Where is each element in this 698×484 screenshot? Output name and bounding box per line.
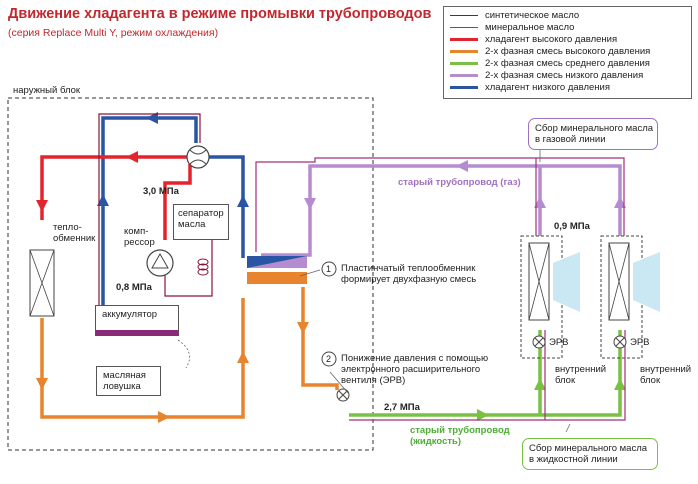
separator-box: сепаратор масла: [173, 204, 229, 240]
gas-pipe-label: старый трубопровод (газ): [398, 177, 521, 188]
accumulator-box: аккумулятор: [95, 305, 179, 336]
legend-swatch: [450, 38, 478, 41]
legend-label: 2-х фазная смесь низкого давления: [485, 70, 644, 81]
note-1-number: 1: [326, 264, 332, 274]
arrow-down-icon: [36, 378, 48, 390]
arrow-down-icon: [36, 200, 48, 212]
note-2-text: Понижение давления с помощью электронног…: [341, 353, 489, 386]
legend-item-mineral-oil: минеральное масло: [450, 22, 574, 33]
indoor-valve-2-label: ЭРВ: [630, 337, 650, 348]
legend-swatch: [450, 86, 478, 89]
liquid-pipe-label: старый трубопровод (жидкость): [410, 425, 510, 447]
plate-heat-exchanger-icon: [247, 256, 307, 284]
arrow-up-icon: [614, 378, 626, 390]
legend-swatch: [450, 74, 478, 77]
legend-label: минеральное масло: [485, 22, 575, 33]
arrow-up-icon: [614, 196, 626, 208]
two-phase-high-arrows: [36, 322, 309, 423]
legend-label: 2-х фазная смесь среднего давления: [485, 58, 650, 69]
legend-swatch: [450, 27, 478, 28]
outdoor-unit-label: наружный блок: [13, 85, 81, 96]
arrow-up-icon: [97, 194, 109, 206]
high-pressure-value: 3,0 МПа: [143, 186, 179, 197]
gas-oil-callout: Сбор минерального масла в газовой линии: [528, 118, 658, 150]
arrow-down-icon: [304, 198, 316, 210]
high-pressure-lines: [40, 155, 192, 240]
legend-swatch: [450, 62, 478, 65]
page-title: Движение хладагента в режиме промывки тр…: [8, 6, 432, 22]
arrow-left-icon: [126, 151, 138, 163]
heat-exchanger-label: тепло- обменник: [53, 222, 96, 244]
indoor-unit-1-label: внутренний блок: [555, 364, 607, 386]
arrow-down-icon: [297, 322, 309, 334]
note-1-marker: [321, 261, 337, 277]
legend-item-two-phase-medium: 2-х фазная смесь среднего давления: [450, 58, 650, 69]
arrow-left-icon: [456, 160, 468, 172]
legend-label: синтетическое масло: [485, 10, 580, 21]
arrow-up-icon: [534, 378, 546, 390]
legend-label: 2-х фазная смесь высокого давления: [485, 46, 651, 57]
indoor-unit-1-icon: [520, 235, 580, 359]
compressor-icon: [146, 249, 174, 277]
arrow-up-icon: [534, 196, 546, 208]
outdoor-heat-exchanger-icon: [29, 249, 55, 317]
expansion-valve-icon: [336, 388, 350, 402]
legend-label: хладагент низкого давления: [485, 82, 610, 93]
arrow-up-icon: [237, 351, 249, 363]
low-pressure-value: 0,8 МПа: [116, 282, 152, 293]
arrow-right-icon: [158, 411, 170, 423]
two-phase-medium-arrows: [477, 378, 626, 421]
arrow-up-icon: [237, 195, 249, 207]
liquid-oil-callout: Сбор минерального масла в жидкостной лин…: [522, 438, 658, 470]
legend-swatch: [450, 15, 478, 16]
note-2-marker: [321, 351, 337, 367]
high-pressure-arrows: [36, 151, 138, 212]
legend-label: хладагент высокого давления: [485, 34, 618, 45]
four-way-valve-icon: [186, 145, 210, 169]
indoor-unit-2-icon: [600, 235, 660, 359]
note-2-number: 2: [326, 354, 332, 364]
legend-item-synthetic-oil: синтетическое масло: [450, 10, 579, 21]
oil-trap-box: масляная ловушка: [96, 366, 161, 396]
synthetic-oil-lines: [98, 113, 213, 305]
legend: синтетическое масло минеральное масло хл…: [443, 6, 692, 99]
callout-connectors: [177, 150, 571, 433]
indoor-pressure-value: 0,9 МПа: [554, 221, 590, 232]
legend-item-two-phase-low: 2-х фазная смесь низкого давления: [450, 70, 643, 81]
low-pressure-arrows: [97, 112, 249, 207]
legend-item-two-phase-high: 2-х фазная смесь высокого давления: [450, 46, 650, 57]
indoor-unit-2-label: внутренний блок: [640, 364, 692, 386]
page-subtitle: (серия Replace Multi Y, режим охлаждения…: [8, 27, 219, 39]
arrow-left-icon: [146, 112, 158, 124]
mineral-oil-lines: [255, 157, 626, 421]
indoor-valve-1-label: ЭРВ: [549, 337, 569, 348]
liquid-pressure-value: 2,7 МПа: [384, 402, 420, 413]
arrow-right-icon: [477, 409, 489, 421]
note-1-text: Пластинчатый теплообменник формирует дву…: [341, 263, 477, 285]
outdoor-unit-boundary: [7, 97, 374, 451]
compressor-label: комп- рессор: [124, 226, 155, 248]
two-phase-low-arrows: [304, 160, 626, 210]
legend-item-low-pressure: хладагент низкого давления: [450, 82, 610, 93]
legend-item-high-pressure: хладагент высокого давления: [450, 34, 617, 45]
two-phase-high-lines: [40, 287, 339, 419]
capillary-coil-icon: [197, 258, 209, 276]
legend-swatch: [450, 50, 478, 53]
